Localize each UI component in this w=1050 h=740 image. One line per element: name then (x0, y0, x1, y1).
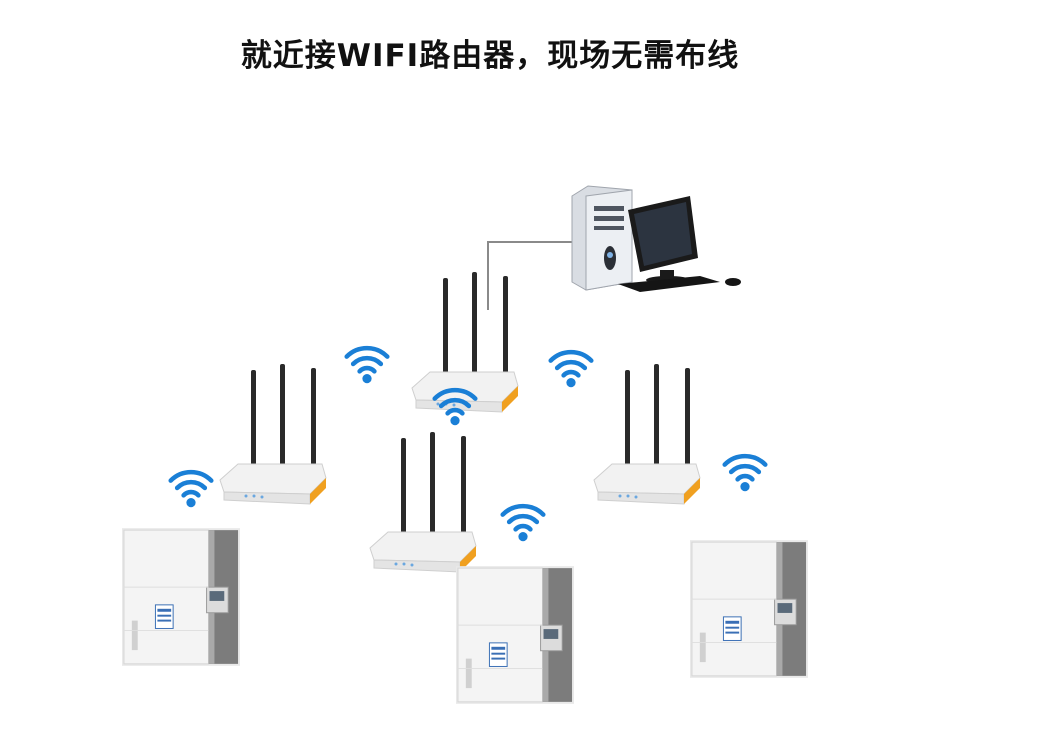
wifi-icon (503, 506, 543, 541)
wifi-icon (171, 472, 211, 507)
cabinet-icon (122, 528, 240, 666)
cabinet-icon (456, 566, 574, 704)
wifi-icon (347, 348, 387, 383)
cabinet-icon (690, 540, 808, 678)
computer-icon (571, 185, 741, 292)
wifi-icon (551, 352, 591, 387)
router-icon (369, 431, 477, 573)
pc-router-cable (487, 241, 575, 310)
wifi-icon (725, 456, 765, 491)
page-title: 就近接WIFI路由器，现场无需布线 (240, 38, 740, 74)
router-icon (219, 363, 327, 505)
router-icon (593, 363, 701, 505)
